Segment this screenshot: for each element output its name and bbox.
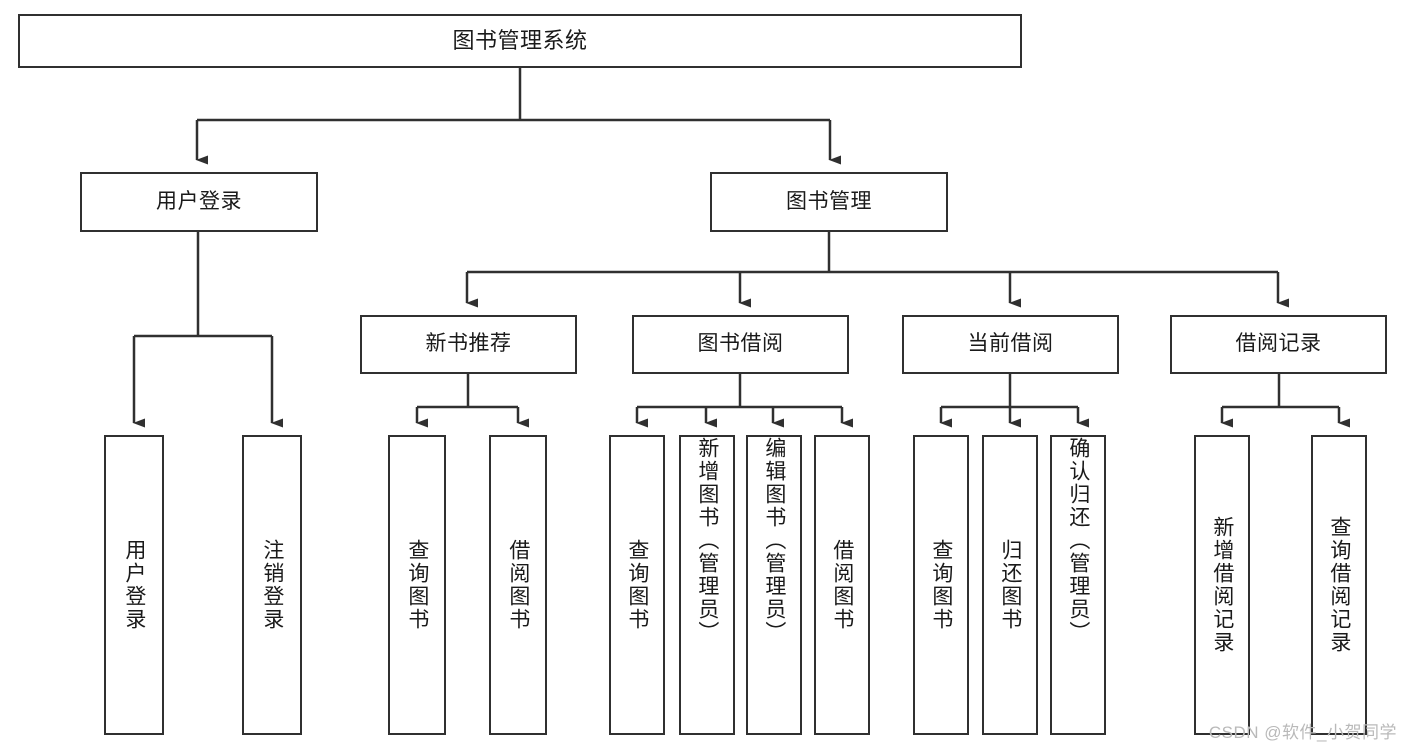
node-book-borrow[interactable]: 图书借阅 <box>632 315 849 374</box>
leaf-user-login[interactable]: 用户登录 <box>104 435 164 735</box>
leaf-borrow-book-1[interactable]: 借阅图书 <box>489 435 547 735</box>
leaf-query-book-3[interactable]: 查询图书 <box>913 435 969 735</box>
leaf-query-book-3-label: 查询图书 <box>929 539 953 631</box>
current-borrow-connectors <box>939 374 1089 428</box>
leaf-confirm-return[interactable]: 确认归还（管理员） <box>1050 435 1106 735</box>
node-borrow-record[interactable]: 借阅记录 <box>1170 315 1387 374</box>
node-root-label: 图书管理系统 <box>452 28 588 54</box>
leaf-query-book-2[interactable]: 查询图书 <box>609 435 665 735</box>
node-new-book-recommend[interactable]: 新书推荐 <box>360 315 577 374</box>
book-borrow-connectors <box>635 374 853 428</box>
leaf-user-login-label: 用户登录 <box>122 539 146 631</box>
node-book-management[interactable]: 图书管理 <box>710 172 948 232</box>
csdn-watermark: CSDN @软件_小贺同学 <box>1208 723 1397 742</box>
node-current-borrow[interactable]: 当前借阅 <box>902 315 1119 374</box>
node-book-management-label: 图书管理 <box>786 189 872 213</box>
node-new-book-recommend-label: 新书推荐 <box>425 332 512 356</box>
root-connectors <box>195 68 841 165</box>
leaf-edit-book[interactable]: 编辑图书（管理员） <box>746 435 802 735</box>
node-borrow-record-label: 借阅记录 <box>1235 332 1322 356</box>
leaf-logout[interactable]: 注销登录 <box>242 435 302 735</box>
leaf-add-record-label: 新增借阅记录 <box>1210 516 1234 654</box>
user-login-connectors <box>132 232 283 428</box>
leaf-add-record[interactable]: 新增借阅记录 <box>1194 435 1250 735</box>
leaf-logout-label: 注销登录 <box>260 539 284 631</box>
book-management-connectors <box>465 232 1289 308</box>
leaf-borrow-book-2-label: 借阅图书 <box>830 539 854 631</box>
new-book-recommend-connectors <box>415 374 529 428</box>
node-current-borrow-label: 当前借阅 <box>967 332 1054 356</box>
leaf-query-book-2-label: 查询图书 <box>625 539 649 631</box>
borrow-record-connectors <box>1220 374 1350 428</box>
leaf-confirm-return-label: 确认归还（管理员） <box>1066 437 1090 644</box>
leaf-query-book-1-label: 查询图书 <box>405 539 429 631</box>
leaf-return-book[interactable]: 归还图书 <box>982 435 1038 735</box>
node-user-login-label: 用户登录 <box>156 189 242 213</box>
leaf-edit-book-label: 编辑图书（管理员） <box>762 437 786 644</box>
leaf-return-book-label: 归还图书 <box>998 539 1022 631</box>
leaf-query-record-label: 查询借阅记录 <box>1327 516 1351 654</box>
leaf-borrow-book-1-label: 借阅图书 <box>506 539 530 631</box>
leaf-add-book-label: 新增图书（管理员） <box>695 437 719 644</box>
node-root[interactable]: 图书管理系统 <box>18 14 1022 68</box>
leaf-add-book[interactable]: 新增图书（管理员） <box>679 435 735 735</box>
node-book-borrow-label: 图书借阅 <box>697 332 784 356</box>
leaf-query-record[interactable]: 查询借阅记录 <box>1311 435 1367 735</box>
leaf-query-book-1[interactable]: 查询图书 <box>388 435 446 735</box>
leaf-borrow-book-2[interactable]: 借阅图书 <box>814 435 870 735</box>
node-user-login[interactable]: 用户登录 <box>80 172 318 232</box>
